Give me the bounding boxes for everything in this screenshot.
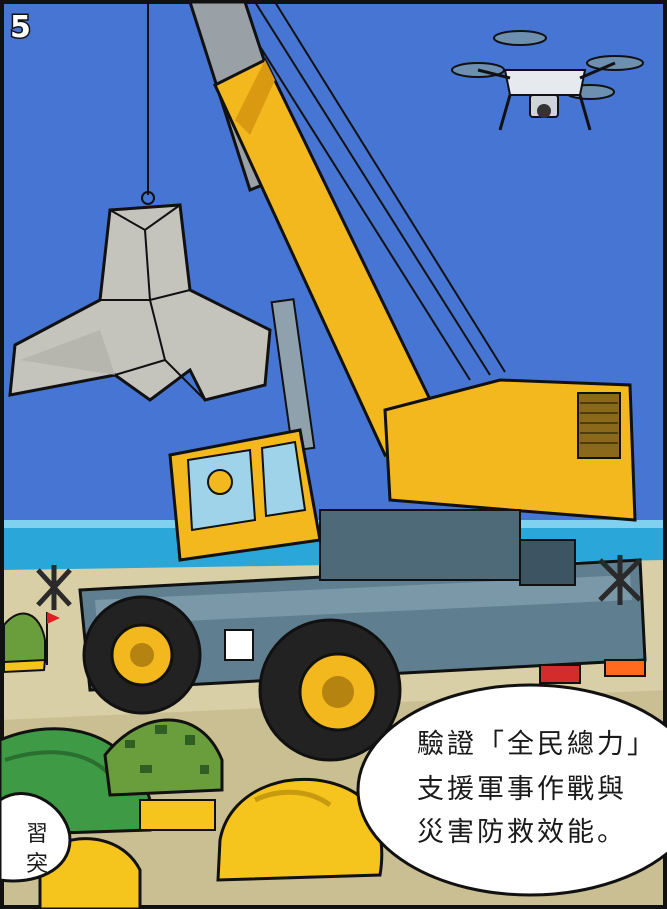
speech-bubble-left-glyph-1: 習 <box>26 822 49 847</box>
helmet-icon <box>3 612 47 674</box>
speech-bubble-left-glyph-2: 突 <box>26 852 49 877</box>
speech-bubble-line-1: 驗證「全民總力」 <box>417 729 657 760</box>
drone-icon <box>451 30 644 131</box>
crane-icon <box>78 0 647 762</box>
front-right-wheel <box>258 618 402 762</box>
anti-tank-obstacle-icon <box>36 555 642 610</box>
speech-bubble-main <box>356 683 667 897</box>
speech-bubble-line-3: 災害防救效能。 <box>417 817 627 848</box>
helmet-icon <box>0 718 384 909</box>
speech-bubble-line-2: 支援軍事作戰與 <box>417 774 627 805</box>
page-number: 5 <box>9 9 33 47</box>
flag-icon <box>46 612 60 665</box>
speech-bubble-left <box>0 792 72 883</box>
tetrapod-icon <box>8 203 272 402</box>
front-left-wheel <box>82 595 202 715</box>
